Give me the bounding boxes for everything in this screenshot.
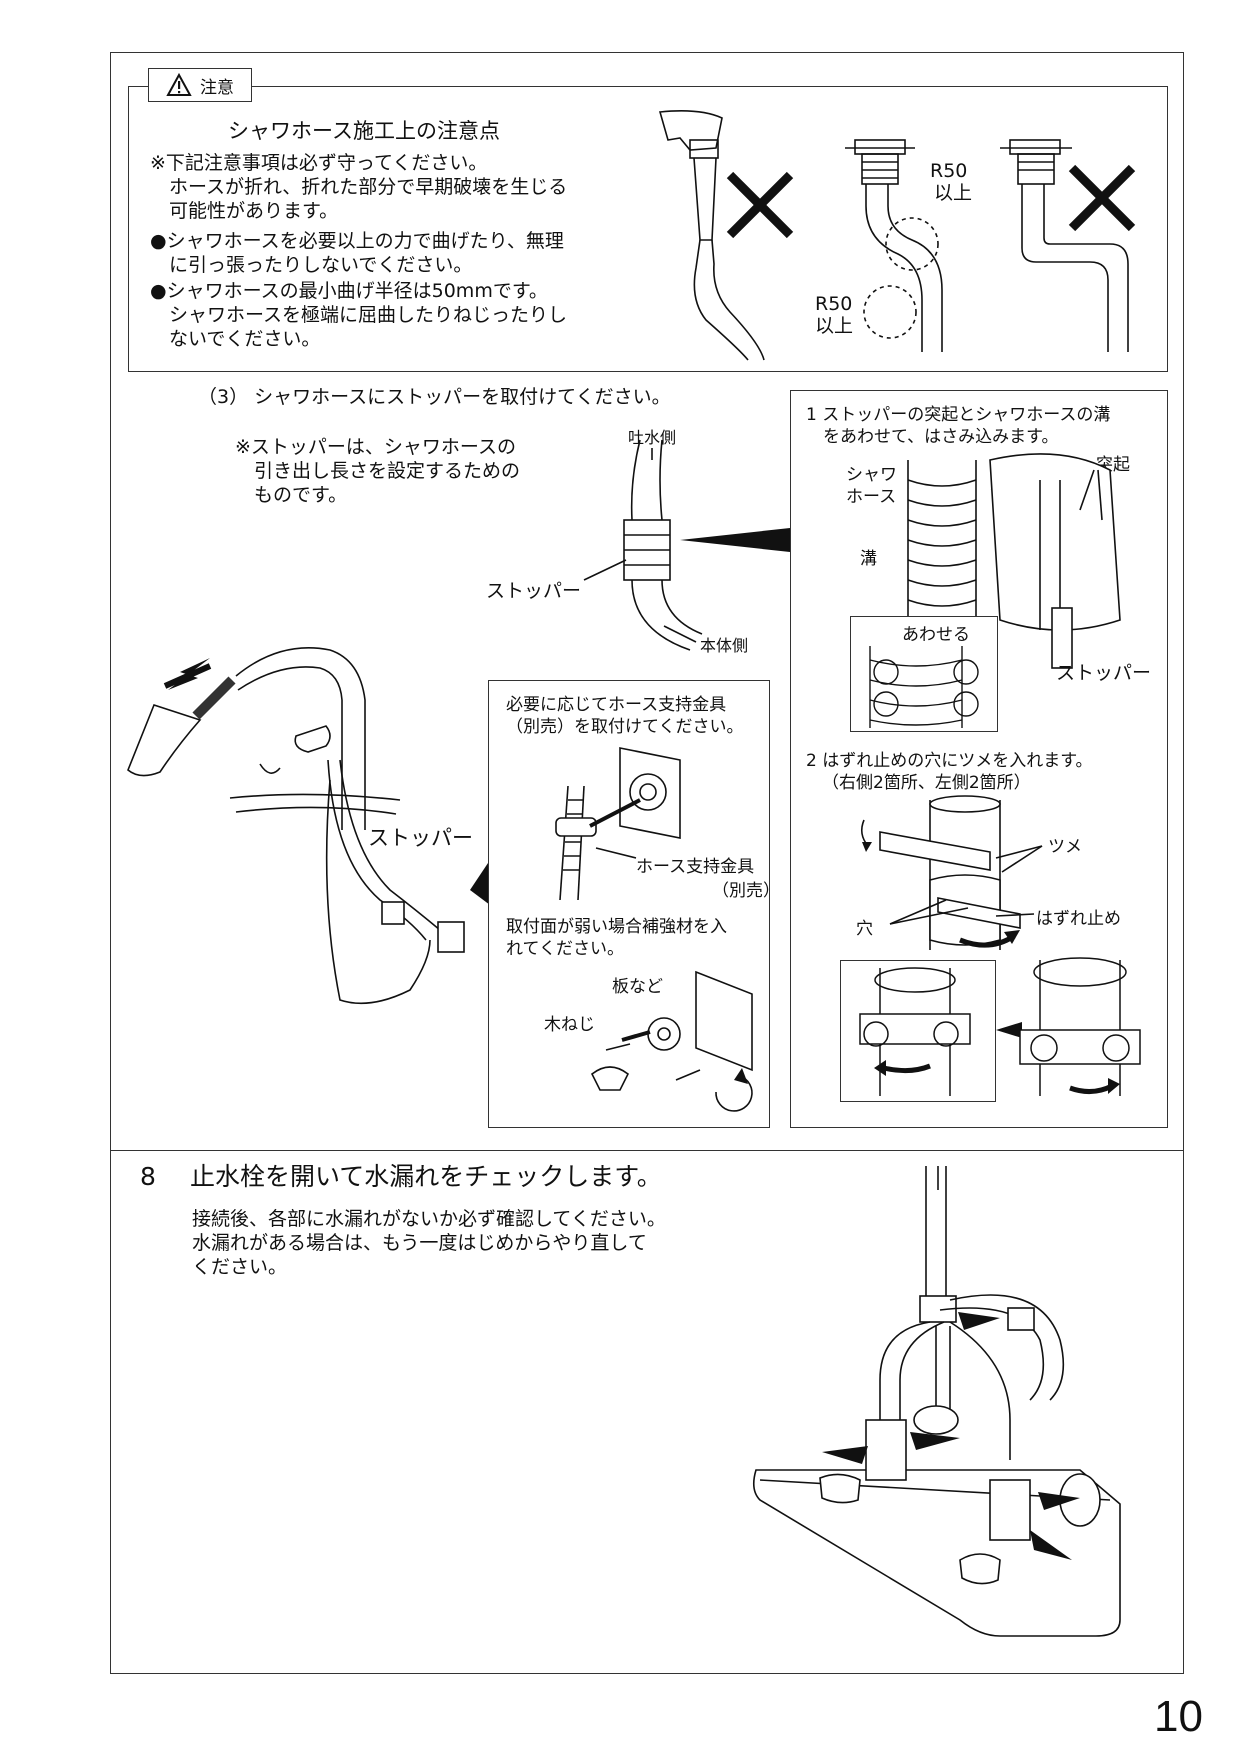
step1-text: 1 ストッパーの突起とシャワホースの溝: [806, 405, 1111, 425]
label-align: あわせる: [900, 620, 972, 645]
caution-line: ※下記注意事項は必ず守ってください。: [150, 152, 488, 174]
proper-bend-figure: [845, 139, 943, 352]
label-body-side: 本体側: [700, 636, 749, 655]
label-spout-side: 吐水側: [628, 428, 677, 447]
leak-check-arrows: [822, 1312, 1080, 1560]
caution-tag: 注意: [148, 68, 252, 102]
step8-body: 水漏れがある場合は、もう一度はじめからやり直して: [192, 1232, 647, 1254]
caution-line: ●シャワホースを必要以上の力で曲げたり、無理: [150, 230, 564, 252]
label-stopper-3: ストッパー: [1056, 662, 1152, 684]
caution-tag-label: 注意: [200, 77, 234, 98]
caution-title: シャワホース施工上の注意点: [228, 119, 500, 143]
label-stop: はずれ止め: [1036, 909, 1121, 929]
page-number: 10: [1154, 1692, 1203, 1741]
label-bracket-sub: （別売）: [712, 881, 780, 901]
step3-note: 引き出し長さを設定するための: [235, 460, 521, 482]
label-hole: 穴: [856, 919, 873, 939]
caution-box: [128, 86, 1168, 372]
step2-text: 2 はずれ止めの穴にツメを入れます。: [806, 751, 1093, 771]
step2-text: （右側2箇所、左側2箇所）: [822, 773, 1031, 793]
ng-cross-icon: [726, 171, 794, 239]
warning-icon: [166, 72, 192, 96]
page-frame: [110, 52, 1184, 1674]
support-text: 取付面が弱い場合補強材を入: [506, 917, 727, 937]
caution-line: に引っ張ったりしないでください。: [150, 254, 473, 276]
step3-heading: （3） シャワホースにストッパーを取付けてください。: [198, 386, 671, 408]
kinked-hose-figure: [658, 110, 765, 361]
label-board: 板など: [612, 977, 663, 997]
label-claw: ツメ: [1048, 837, 1082, 857]
label-shower-hose: シャワホース: [846, 465, 897, 507]
support-text: れてください。: [506, 939, 624, 959]
caution-line: 可能性があります。: [150, 200, 339, 222]
step1-text: をあわせて、はさみ込みます。: [806, 427, 1059, 447]
label-stopper-2: ストッパー: [368, 826, 473, 850]
label-bracket: ホース支持金具: [636, 857, 755, 877]
support-text: （別売）を取付けてください。: [506, 717, 744, 737]
sharp-bend-figure: [1000, 139, 1129, 352]
caution-line: ないでください。: [150, 328, 321, 350]
step8-title: 止水栓を開いて水漏れをチェックします。: [190, 1162, 662, 1191]
step3-note: ※ストッパーは、シャワホースの: [235, 436, 516, 458]
support-text: 必要に応じてホース支持金具: [506, 695, 727, 715]
step8-number: 8: [140, 1162, 156, 1191]
caution-line: シャワホースを極端に屈曲したりねじったりし: [150, 304, 568, 326]
caution-line: ●シャワホースの最小曲げ半径は50mmです。: [150, 280, 548, 302]
step8-body: ください。: [192, 1256, 288, 1278]
label-screw: 木ねじ: [544, 1015, 595, 1035]
label-stopper: ストッパー: [486, 580, 582, 602]
caution-line: ホースが折れ、折れた部分で早期破壊を生じる: [150, 176, 568, 198]
section-divider: [110, 1150, 1184, 1151]
step8-body: 接続後、各部に水漏れがないか必ず確認してください。: [192, 1208, 666, 1230]
ng-cross-icon: [1068, 164, 1136, 232]
label-groove: 溝: [860, 549, 877, 569]
step3-note: ものです。: [235, 484, 348, 506]
